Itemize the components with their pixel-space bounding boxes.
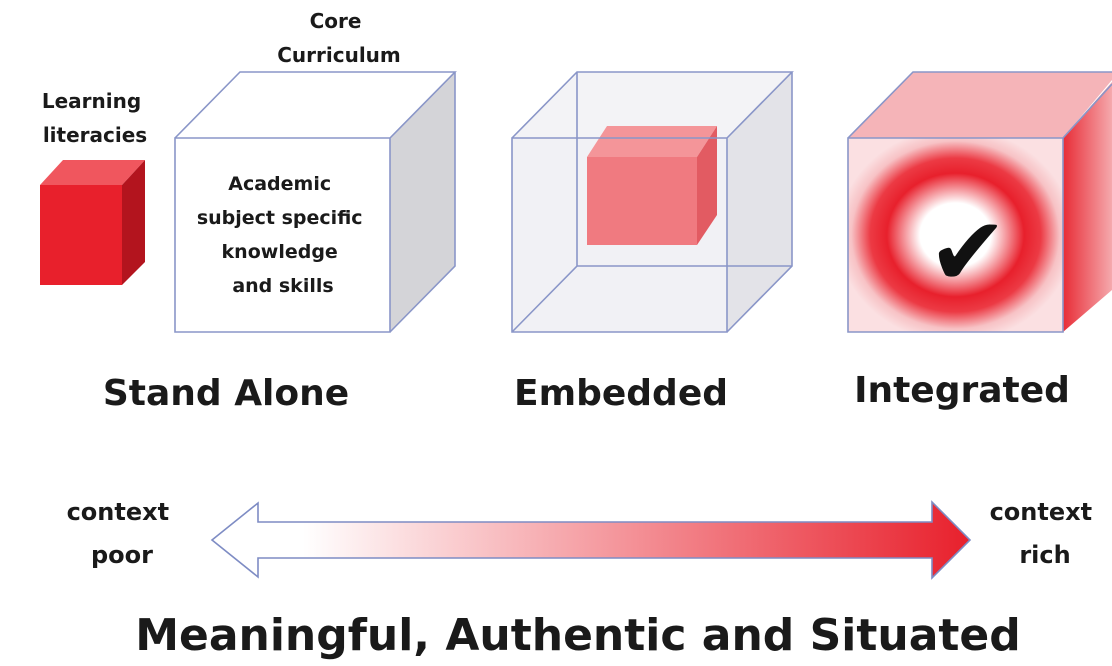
checkmark-icon: ✔ bbox=[928, 196, 1008, 308]
context-continuum-arrow bbox=[210, 500, 972, 580]
embedded-cube bbox=[511, 71, 794, 333]
footer-caption: Meaningful, Authentic and Situated bbox=[135, 610, 1021, 661]
integrated-cube bbox=[847, 71, 1112, 333]
integrated-label: Integrated bbox=[854, 370, 1070, 411]
core-curriculum-cube bbox=[174, 71, 457, 333]
academic-skills-text: Academic subject specific knowledge and … bbox=[197, 173, 369, 297]
embedded-label: Embedded bbox=[514, 373, 728, 414]
context-poor-label: context poor bbox=[67, 498, 178, 569]
embedded-literacies-cube bbox=[587, 126, 717, 245]
context-rich-label: context rich bbox=[990, 498, 1101, 569]
core-curriculum-label: Core Curriculum bbox=[277, 9, 401, 67]
learning-literacies-cube bbox=[40, 160, 145, 285]
learning-literacies-label: Learning literacies bbox=[42, 89, 148, 147]
stand-alone-label: Stand Alone bbox=[103, 373, 349, 414]
